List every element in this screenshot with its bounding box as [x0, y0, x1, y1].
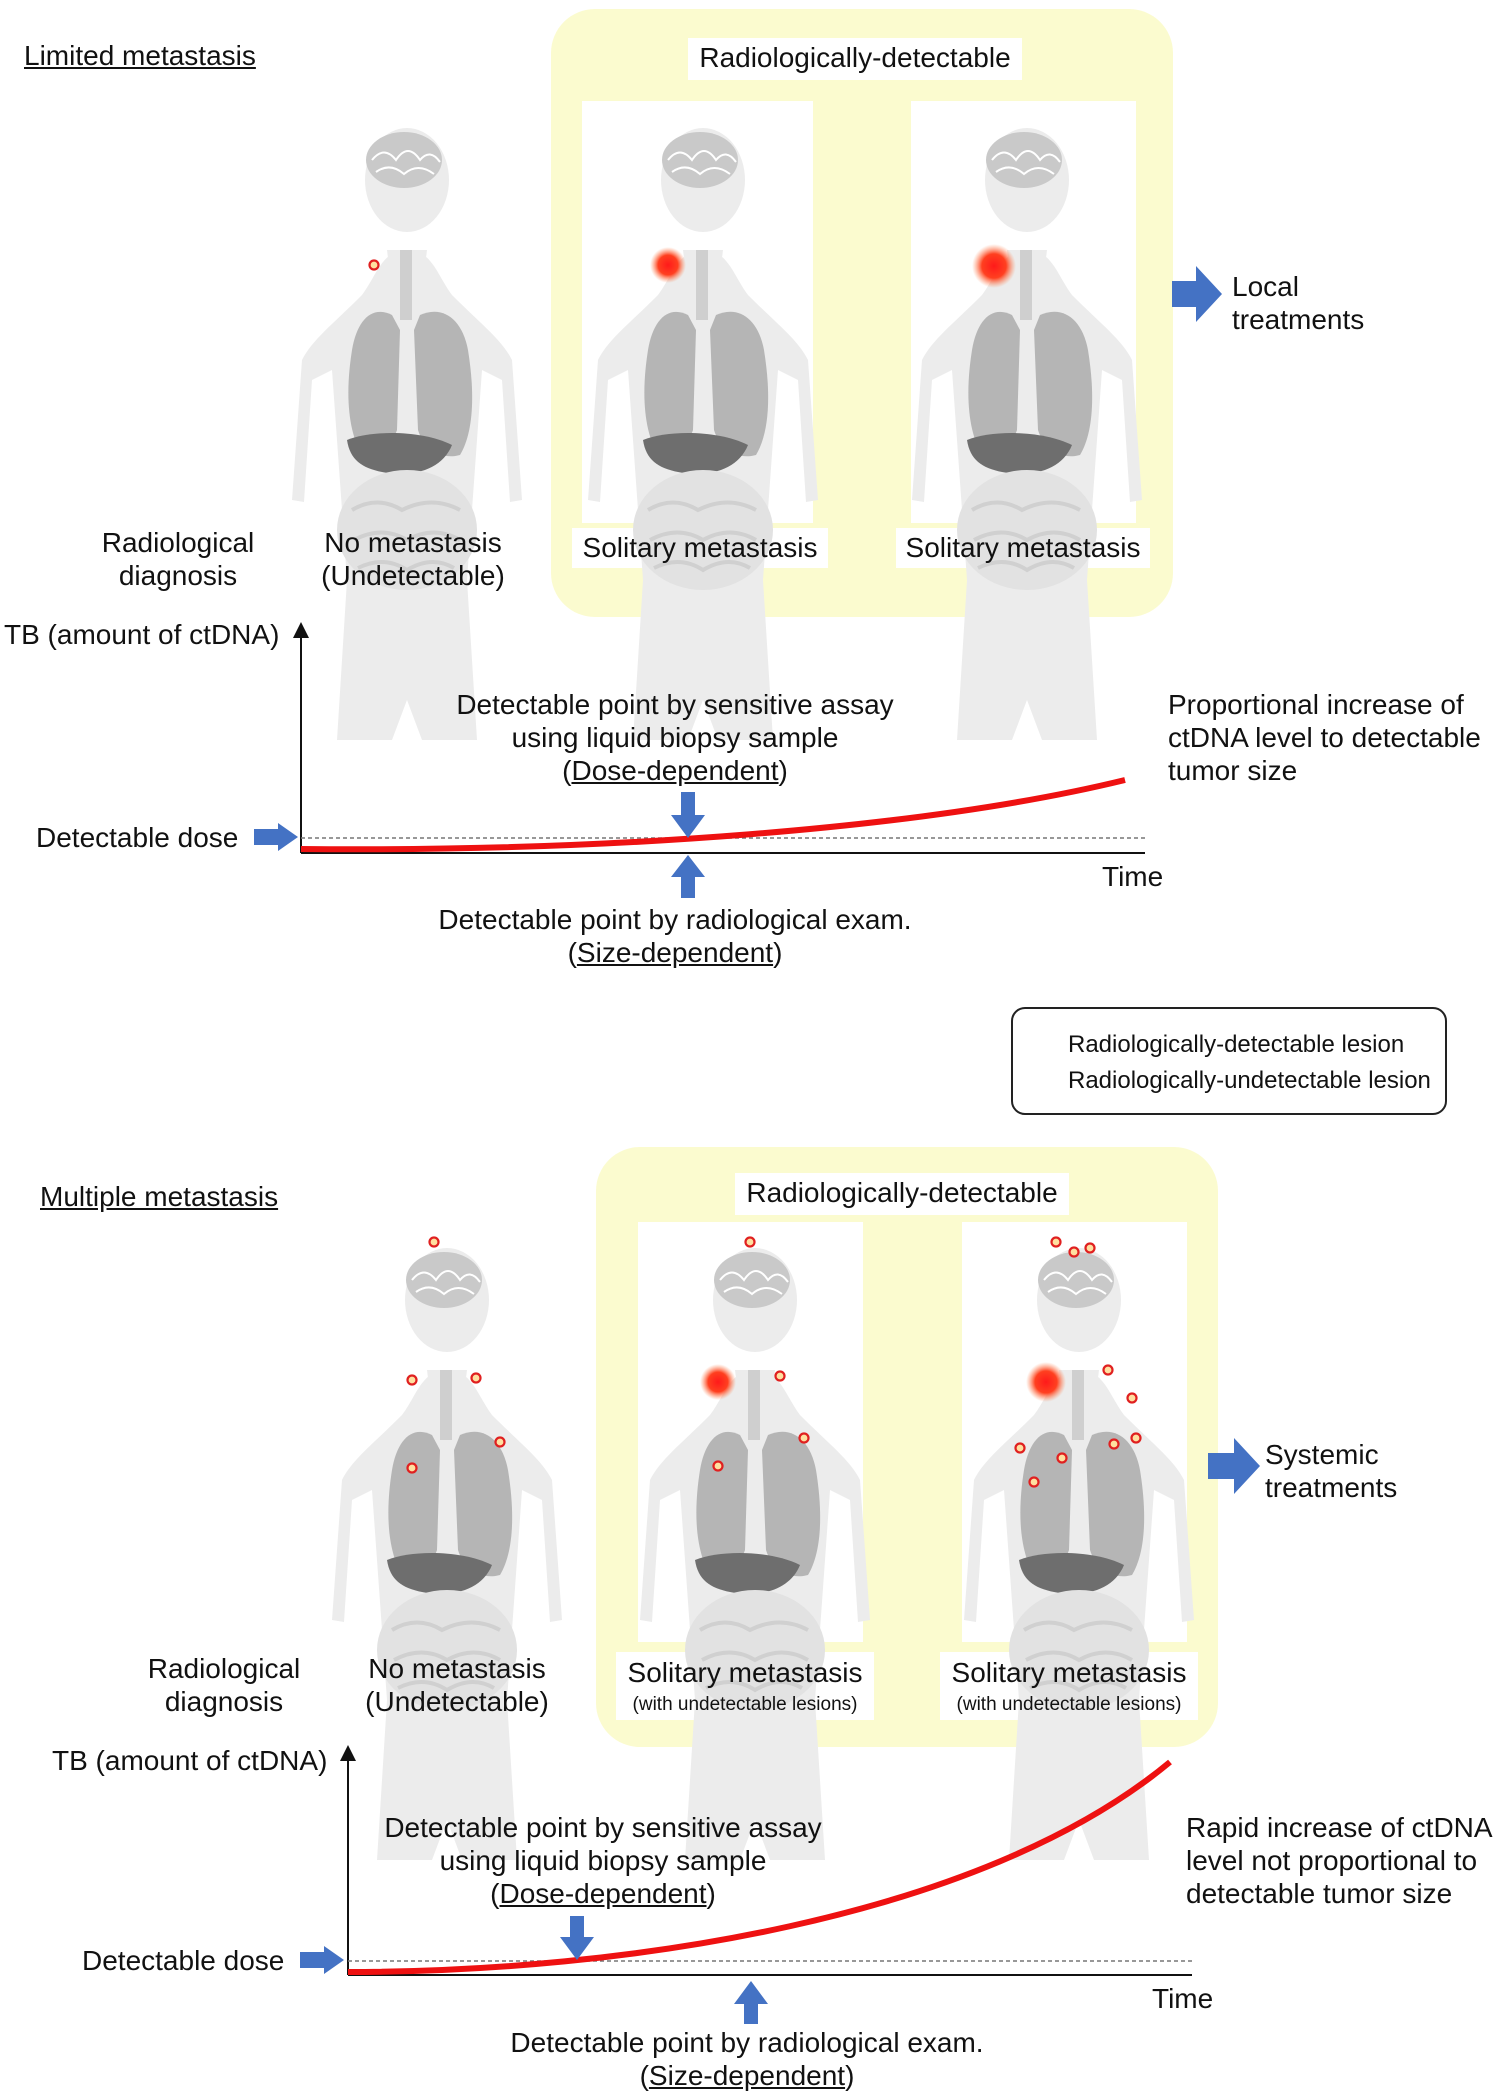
body-figure-1a: [290, 126, 524, 742]
curve-note-1c: tumor size: [1168, 755, 1298, 786]
body-figure-1c: [910, 126, 1144, 742]
fig-label-1c: Solitary metastasis: [905, 532, 1141, 563]
assay-note-1a: Detectable point by sensitive assay: [456, 689, 894, 720]
assay-dependency-2: (Dose-dependent): [490, 1878, 716, 1909]
rad-diag-1a: Radiological: [101, 527, 255, 558]
y-axis-label-2: TB (amount of ctDNA): [52, 1745, 328, 1776]
rad-diag-2a: Radiological: [147, 1653, 301, 1684]
detectable-dose-label-1: Detectable dose: [36, 822, 239, 853]
ctdna-curve-1: [300, 777, 1126, 853]
assay-note-1b: using liquid biopsy sample: [511, 722, 839, 753]
local-treatment-arrow: [1172, 266, 1222, 322]
body-figure-1b: [586, 126, 820, 742]
treatment-label-2b: treatments: [1265, 1472, 1398, 1503]
x-axis-label-1: Time: [1102, 861, 1164, 892]
assay-arrow-1: [671, 792, 705, 838]
box-title-bg-2: [735, 1173, 1069, 1215]
exam-note-2: Detectable point by radiological exam.: [510, 2027, 984, 2058]
box-title-2: Radiologically-detectable: [746, 1177, 1058, 1208]
exam-dependency-1: (Size-dependent): [567, 937, 783, 968]
assay-arrow-2: [560, 1916, 594, 1960]
dose-arrow-1: [254, 823, 298, 851]
fig-label-2c: Solitary metastasis: [951, 1657, 1187, 1688]
fig-label-2c-sub: (with undetectable lesions): [956, 1694, 1182, 1715]
assay-note-2a: Detectable point by sensitive assay: [384, 1812, 822, 1843]
body-figure-2a: [330, 1236, 564, 1862]
assay-note-2b: using liquid biopsy sample: [439, 1845, 767, 1876]
exam-arrow-1: [671, 855, 705, 898]
box-title-1: Radiologically-detectable: [699, 42, 1011, 73]
exam-dependency-2: (Size-dependent): [639, 2060, 855, 2091]
curve-note-1b: ctDNA level to detectable: [1168, 722, 1481, 753]
exam-dependency-text-2: Size-dependent: [648, 2060, 846, 2091]
curve-note-2c: detectable tumor size: [1186, 1878, 1453, 1909]
assay-dependency-text-1: Dose-dependent: [571, 755, 779, 786]
curve-note-2a: Rapid increase of ctDNA: [1186, 1812, 1493, 1843]
section-title-2: Multiple metastasis: [40, 1181, 279, 1212]
body-figure-2c: [962, 1236, 1196, 1862]
legend-detectable-label: Radiologically-detectable lesion: [1068, 1031, 1405, 1058]
assay-dependency-text-2: Dose-dependent: [499, 1878, 707, 1909]
exam-dependency-text-1: Size-dependent: [576, 937, 774, 968]
section-title-1: Limited metastasis: [24, 40, 256, 71]
fig-label-2b-sub: (with undetectable lesions): [632, 1694, 858, 1715]
assay-dependency-1: (Dose-dependent): [562, 755, 788, 786]
exam-arrow-2: [734, 1981, 768, 2024]
fig-label-2a: No metastasis: [368, 1653, 546, 1684]
fig-label-1b: Solitary metastasis: [582, 532, 818, 563]
legend-undetectable-label: Radiologically-undetectable lesion: [1068, 1067, 1431, 1094]
dose-arrow-2: [300, 1946, 344, 1974]
treatment-label-1a: Local: [1232, 271, 1299, 302]
systemic-treatment-arrow: [1208, 1438, 1260, 1494]
fig-label-1a: No metastasis: [324, 527, 502, 558]
body-figure-2b: [638, 1236, 872, 1862]
fig-label-2b: Solitary metastasis: [627, 1657, 863, 1688]
rad-diag-1b: diagnosis: [118, 560, 238, 591]
box-title-bg-1: [688, 38, 1022, 80]
legend-box: [1011, 1007, 1447, 1115]
treatment-label-1b: treatments: [1232, 304, 1365, 335]
fig-label-1a-sub: (Undetectable): [321, 560, 505, 591]
detectable-dose-label-2: Detectable dose: [82, 1945, 285, 1976]
exam-note-1: Detectable point by radiological exam.: [438, 904, 912, 935]
treatment-label-2a: Systemic: [1265, 1439, 1379, 1470]
y-axis-label-1: TB (amount of ctDNA): [4, 619, 280, 650]
curve-note-2b: level not proportional to: [1186, 1845, 1478, 1876]
ctdna-curve-2: [347, 1759, 1172, 1975]
rad-diag-2b: diagnosis: [164, 1686, 284, 1717]
x-axis-label-2: Time: [1152, 1983, 1214, 2014]
curve-note-1a: Proportional increase of: [1168, 689, 1464, 720]
fig-label-2a-sub: (Undetectable): [365, 1686, 549, 1717]
